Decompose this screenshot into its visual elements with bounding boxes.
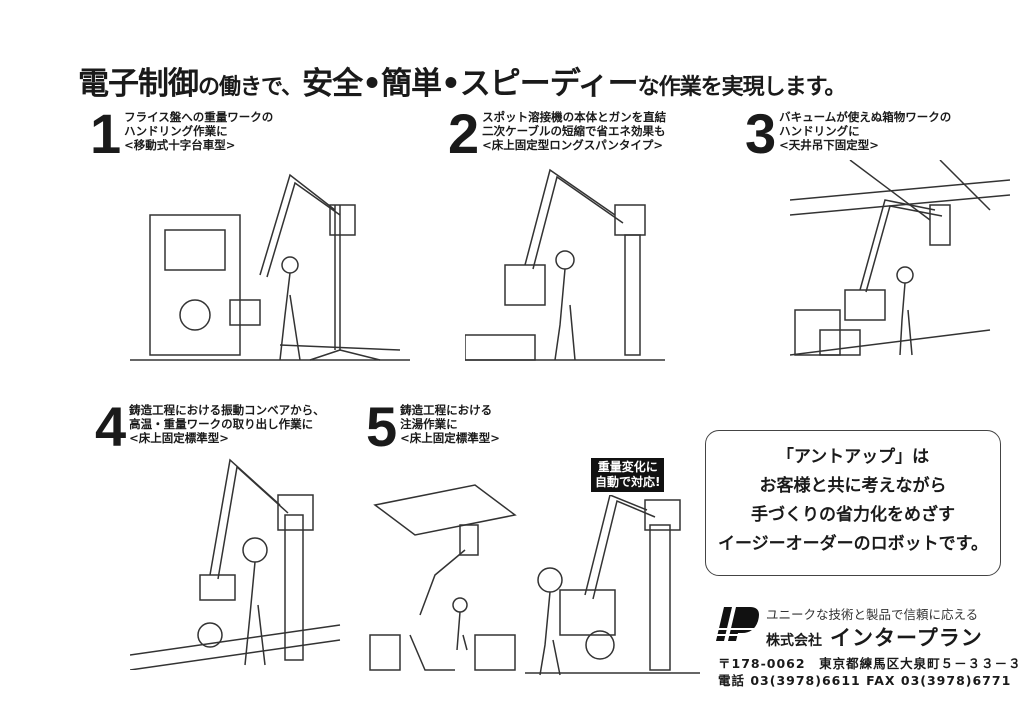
company-address: 〒178-0062 東京都練馬区大泉町５－３３－３ [718, 656, 1022, 671]
section-text: 二次ケーブルの短縮で省エネ効果も [482, 124, 666, 138]
company-type: 株式会社 [766, 633, 822, 649]
section-text: スポット溶接機の本体とガンを直結 [482, 110, 667, 124]
illustration-pouring-robot-floor [525, 495, 700, 676]
company-logo [716, 607, 760, 641]
section-type: <床上固定型ロングスパンタイプ> [482, 138, 664, 152]
headline-part: の働きで、 [198, 75, 303, 100]
illustration-casting-conveyor-robot [130, 458, 341, 670]
company-phone: 電話 03(3978)6611 FAX 03(3978)6771 [718, 673, 1012, 688]
headline-part: 電子制御 [78, 66, 199, 102]
company-name-text: インタープラン [830, 626, 983, 650]
section-number: 3 [745, 102, 777, 165]
message-line: お客様と共に考えながら [759, 476, 947, 496]
section-text: フライス盤への重量ワークの [124, 110, 274, 124]
section-1: 1 フライス盤への重量ワークのハンドリング作業に<移動式十字台車型> [90, 102, 274, 165]
section-5: 5 鋳造工程における注湯作業に<床上固定標準型> [366, 395, 500, 458]
section-2: 2 スポット溶接機の本体とガンを直結二次ケーブルの短縮で省エネ効果も<床上固定型… [448, 102, 667, 165]
section-type: <移動式十字台車型> [124, 138, 236, 152]
section-text: 鋳造工程における振動コンベアから、 [129, 403, 325, 417]
section-type: <天井吊下固定型> [779, 138, 879, 152]
section-3: 3 バキュームが使えぬ箱物ワークのハンドリングに<天井吊下固定型> [745, 102, 952, 165]
headline-part: な作業を実現します。 [637, 75, 847, 100]
section-text: 注湯作業に [400, 417, 458, 431]
section-number: 5 [366, 395, 398, 458]
headline: 電子制御の働きで、安全•簡単•スピーディーな作業を実現します。 [78, 58, 847, 103]
badge-text: 重量変化に [597, 460, 658, 474]
auto-weight-badge: 重量変化に 自動で対応! [591, 458, 665, 492]
message-box: 「アントアップ」は お客様と共に考えながら 手づくりの省力化をめざす イージーオ… [705, 430, 1001, 576]
illustration-spot-welder-robot [465, 168, 665, 361]
section-number: 1 [90, 102, 122, 165]
section-text: 鋳造工程における [400, 403, 493, 417]
company-tagline: ユニークな技術と製品で信頼に応える [766, 607, 979, 622]
section-text: バキュームが使えぬ箱物ワークの [779, 110, 952, 124]
section-number: 2 [448, 102, 480, 165]
illustration-pouring-robot-ceiling [369, 484, 517, 671]
section-number: 4 [95, 395, 127, 458]
section-text: 高温・重量ワークの取り出し作業に [129, 417, 314, 431]
section-type: <床上固定標準型> [129, 431, 229, 445]
section-text: ハンドリングに [779, 124, 860, 138]
company-name: 株式会社インタープラン [766, 622, 983, 652]
headline-part: 安全•簡単•スピーディー [302, 66, 638, 102]
message-line: 「アントアップ」は [776, 447, 930, 467]
badge-text: 自動で対応! [595, 475, 661, 489]
illustration-ceiling-mounted-robot [790, 160, 1010, 356]
section-text: ハンドリング作業に [124, 124, 228, 138]
message-line: 手づくりの省力化をめざす [751, 505, 955, 525]
message-line: イージーオーダーのロボットです。 [718, 534, 988, 554]
section-type: <床上固定標準型> [400, 431, 500, 445]
illustration-mobile-cart-robot [130, 173, 410, 361]
section-4: 4 鋳造工程における振動コンベアから、高温・重量ワークの取り出し作業に<床上固定… [95, 395, 325, 458]
